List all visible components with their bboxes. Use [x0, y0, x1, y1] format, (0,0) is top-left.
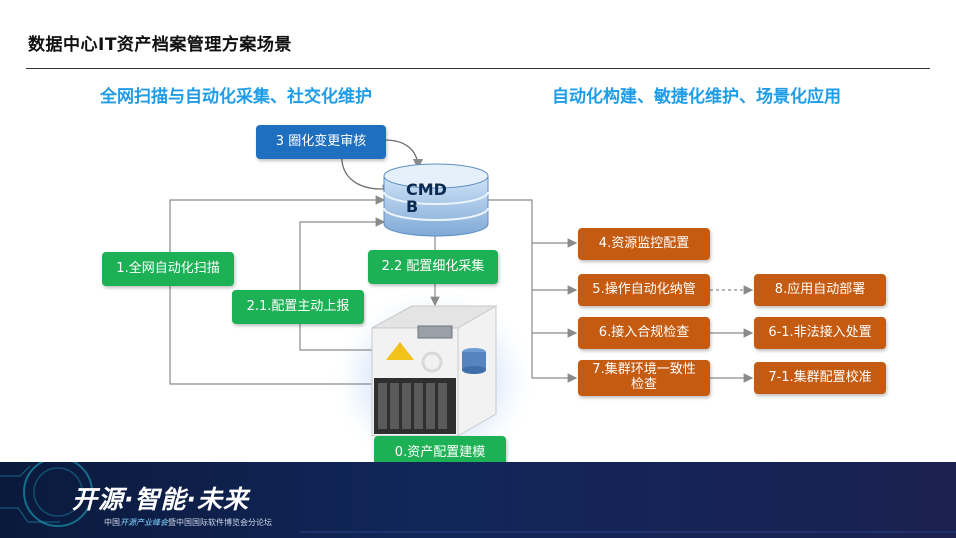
- collect-box[interactable]: 2.2 配置细化采集: [368, 250, 498, 284]
- calibrate-box[interactable]: 7-1.集群配置校准: [754, 362, 886, 394]
- footer-sub-highlight: 开源产业峰会: [120, 518, 168, 527]
- deploy-box[interactable]: 8.应用自动部署: [754, 274, 886, 306]
- footer-subtitle: 中国开源产业峰会暨中国国际软件博览会分论坛: [104, 517, 272, 528]
- footer-banner: [0, 462, 956, 538]
- server-rack-icon: [371, 305, 498, 437]
- access-box[interactable]: 6.接入合规检查: [578, 317, 710, 349]
- monitor-box[interactable]: 4.资源监控配置: [578, 228, 710, 260]
- review-box[interactable]: 3 圈化变更审核: [256, 125, 386, 159]
- cluster-box-line2: 检查: [630, 377, 657, 392]
- cmdb-label-line1: CMD: [406, 180, 447, 199]
- page-title: 数据中心IT资产档案管理方案场景: [28, 35, 292, 55]
- cmdb-database-icon: [383, 163, 489, 237]
- footer-sub-suffix: 暨中国国际软件博览会分论坛: [168, 518, 272, 527]
- cmdb-label: CMD B: [406, 180, 447, 216]
- ops-box[interactable]: 5.操作自动化纳管: [578, 274, 710, 306]
- illegal-box[interactable]: 6-1.非法接入处置: [754, 317, 886, 349]
- footer-sub-prefix: 中国: [104, 518, 120, 527]
- footer-slogan: 开源·智能·未来: [72, 485, 249, 514]
- cluster-box-line1: 7.集群环境一致性: [592, 362, 696, 378]
- report-box[interactable]: 2.1.配置主动上报: [232, 290, 364, 324]
- circuit-decoration-icon: [0, 462, 956, 533]
- cluster-box[interactable]: 7.集群环境一致性 检查: [578, 360, 710, 396]
- subtitle-right: 自动化构建、敏捷化维护、场景化应用: [552, 87, 841, 107]
- subtitle-left: 全网扫描与自动化采集、社交化维护: [100, 87, 372, 107]
- title-divider: [26, 68, 930, 69]
- scan-box[interactable]: 1.全网自动化扫描: [102, 252, 234, 286]
- cmdb-label-line2: B: [406, 196, 419, 216]
